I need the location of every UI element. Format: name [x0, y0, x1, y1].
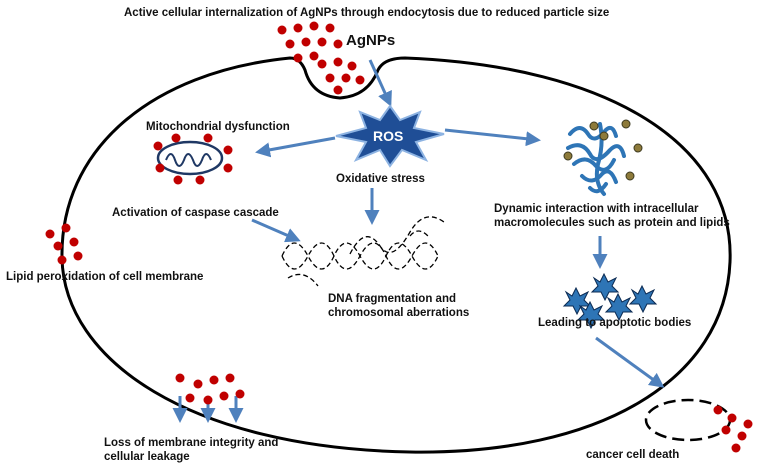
arrow-entry-to-ros [368, 59, 392, 107]
diagram-title: Active cellular internalization of AgNPs… [124, 7, 610, 19]
arrow-ros-to-protein [444, 128, 541, 147]
membrane-loss-label: Loss of membrane integrity and cellular … [104, 437, 279, 463]
mitochondrial-dysfunction-label: Mitochondrial dysfunction [146, 121, 290, 133]
dead-cell-agnps [713, 405, 753, 453]
arrow-caspase-to-dna [251, 218, 301, 243]
agnps-label: AgNPs [346, 32, 396, 49]
protein-lipid-dots [563, 119, 643, 181]
ros-burst-icon [335, 104, 445, 168]
lipid-peroxidation-label: Lipid peroxidation of cell membrane [6, 271, 204, 283]
dna-helix-icon [281, 216, 445, 287]
arrow-apoptotic-to-death [595, 336, 665, 388]
caspase-label: Activation of caspase cascade [112, 207, 279, 219]
ros-label: ROS [373, 128, 404, 144]
dynamic-interaction-label: Dynamic interaction with intracellular m… [494, 203, 730, 229]
lipid-agnps [45, 223, 83, 265]
apoptotic-bodies-label: Leading to apoptotic bodies [538, 317, 692, 329]
arrow-ros-to-mito [255, 136, 336, 158]
agnps-cluster [277, 21, 343, 63]
membrane-agnps [175, 373, 245, 405]
mito-agnps [153, 133, 233, 185]
apoptotic-bodies [562, 272, 658, 330]
protein-structure-icon [566, 122, 626, 196]
mitochondrion-icon [156, 140, 224, 176]
endocytosed-agnps [317, 57, 365, 95]
oxidative-stress-label: Oxidative stress [336, 173, 425, 185]
cancer-cell-death-label: cancer cell death [586, 449, 680, 461]
dna-fragmentation-label: DNA fragmentation and chromosomal aberra… [328, 293, 470, 319]
